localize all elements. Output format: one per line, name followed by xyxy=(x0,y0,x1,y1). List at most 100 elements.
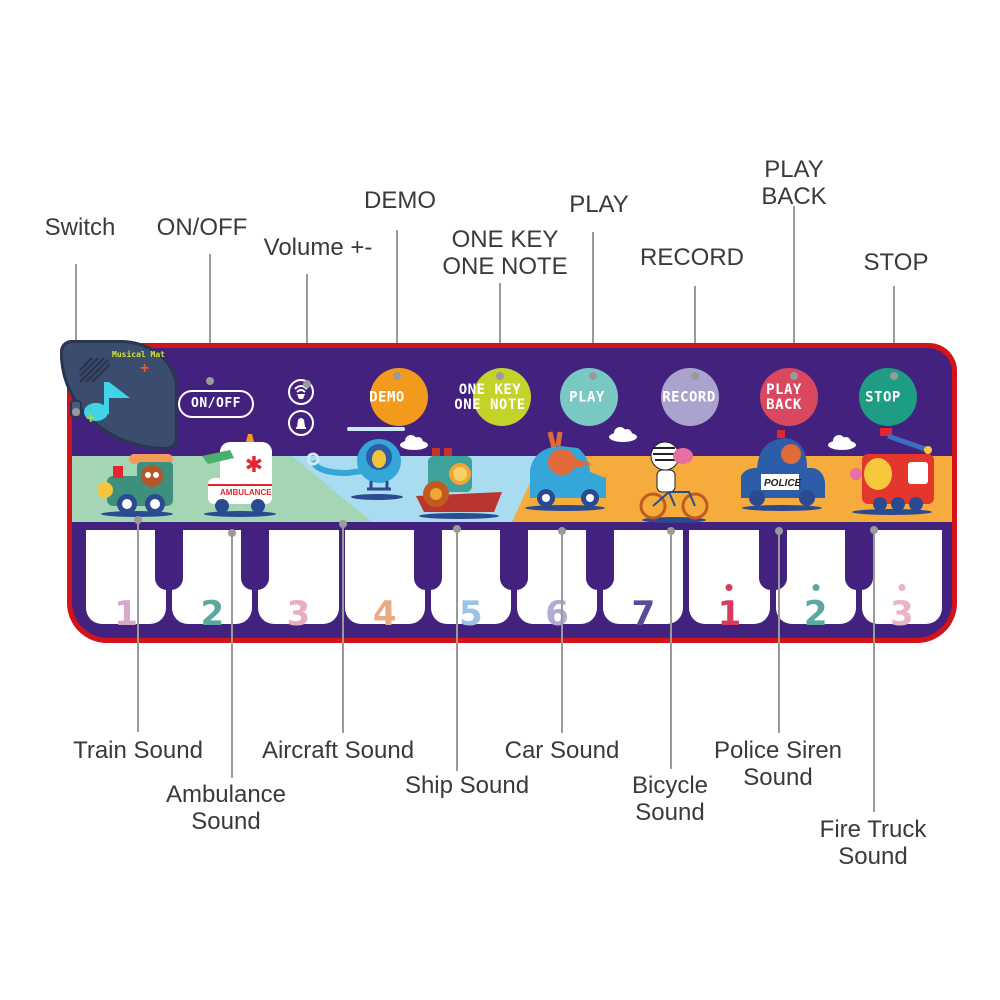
leader-dot-bicycle xyxy=(667,527,675,535)
label-one-key-line1: ONE KEY xyxy=(451,226,559,253)
piano-black-key[interactable] xyxy=(586,524,615,590)
leader-dot-car xyxy=(558,527,566,535)
leader-line-ship xyxy=(456,529,458,771)
label-record: RECORD xyxy=(639,244,745,271)
label-ambulance-line1: Ambulance xyxy=(165,781,287,808)
leader-dot-record xyxy=(691,372,699,380)
record-button[interactable] xyxy=(661,368,719,426)
high-octave-dot xyxy=(898,584,906,591)
fire-truck-icon xyxy=(850,428,934,515)
helicopter-icon xyxy=(307,427,405,500)
label-aircraft-sound: Aircraft Sound xyxy=(261,737,415,764)
leader-dot-play-back xyxy=(790,372,798,380)
key-note-number: 5 xyxy=(459,594,483,634)
label-play-back-line2: BACK xyxy=(761,183,827,210)
leader-dot-aircraft xyxy=(339,520,347,528)
label-bicycle-line1: Bicycle xyxy=(631,772,709,799)
label-play-back-line1: PLAY xyxy=(764,156,824,183)
piano-black-key[interactable] xyxy=(155,524,184,590)
ambulance-icon: ✱ xyxy=(202,434,276,517)
on-off-label: ON/OFF xyxy=(191,396,241,411)
label-train-sound: Train Sound xyxy=(73,737,203,764)
piano-key[interactable]: 3 xyxy=(861,530,942,634)
label-play: PLAY xyxy=(569,191,629,218)
label-ship-sound: Ship Sound xyxy=(404,772,530,799)
leader-line-police xyxy=(778,531,780,733)
label-ambulance-sound: Ambulance Sound xyxy=(166,781,286,835)
label-fire-line2: Sound xyxy=(838,843,908,870)
label-demo: DEMO xyxy=(364,187,436,214)
police-text: POLICE xyxy=(764,478,802,489)
leader-line-car xyxy=(561,531,563,733)
volume-up-button[interactable] xyxy=(288,379,314,405)
leader-line-one-key xyxy=(499,283,501,376)
music-note-icon xyxy=(84,382,130,421)
police-car-icon xyxy=(741,430,825,511)
leader-dot-ship xyxy=(453,525,461,533)
piano-key[interactable]: 6 xyxy=(517,530,598,634)
leader-line-demo xyxy=(396,230,398,376)
piano-key[interactable]: 2 xyxy=(172,530,253,634)
label-line: PLAY xyxy=(569,389,605,406)
label-fire-line1: Fire Truck xyxy=(819,816,927,843)
leader-line-bicycle xyxy=(670,531,672,769)
leader-line-on-off xyxy=(209,254,211,378)
high-octave-dot xyxy=(812,584,820,591)
piano-black-key[interactable] xyxy=(758,524,787,590)
scene-bg-road xyxy=(512,456,952,522)
leader-line-play-back xyxy=(793,206,795,376)
label-line: BACK xyxy=(766,397,802,413)
piano-key[interactable]: 5 xyxy=(430,530,511,634)
label-line: ONE KEY xyxy=(458,382,522,398)
piano-key[interactable]: 3 xyxy=(258,530,339,634)
leader-dot-volume xyxy=(303,380,311,388)
piano-key[interactable]: 1 xyxy=(689,530,770,634)
stop-button[interactable] xyxy=(859,368,917,426)
label-fire-truck-sound: Fire Truck Sound xyxy=(820,816,927,870)
key-note-number: 1 xyxy=(114,594,138,634)
volume-down-button[interactable] xyxy=(288,410,314,436)
piano-key[interactable]: 4 xyxy=(344,530,425,634)
play-back-button[interactable] xyxy=(760,368,818,426)
label-line: RECORD xyxy=(662,389,716,406)
svg-text:✱: ✱ xyxy=(245,453,263,478)
vehicles: ✱ AMBULANCE xyxy=(72,348,952,528)
label-line: DEMO xyxy=(369,389,405,406)
piano-black-key[interactable] xyxy=(241,524,270,590)
leader-line-record xyxy=(694,286,696,376)
cloud-icon xyxy=(400,435,428,450)
label-one-key-line2: ONE NOTE xyxy=(442,253,568,280)
key-note-number: 2 xyxy=(803,594,828,634)
piano-black-key[interactable] xyxy=(413,524,442,590)
leader-dot-on-off xyxy=(206,377,214,385)
high-octave-dot xyxy=(725,584,733,591)
on-off-button[interactable]: ON/OFF xyxy=(178,390,254,418)
key-note-number: 2 xyxy=(200,594,225,634)
demo-button-label: DEMO xyxy=(369,389,405,406)
bicycle-icon xyxy=(639,441,709,523)
key-note-number: 3 xyxy=(890,594,914,634)
key-note-number: 4 xyxy=(372,594,397,634)
label-ambulance-line2: Sound xyxy=(191,808,261,835)
piano-black-key[interactable] xyxy=(500,524,528,590)
cloud-icon xyxy=(609,427,637,442)
label-play-back: PLAY BACK xyxy=(761,156,826,210)
ship-icon xyxy=(416,448,502,519)
label-stop: STOP xyxy=(863,249,929,276)
label-volume: Volume +- xyxy=(263,234,373,261)
car-icon xyxy=(525,431,606,511)
key-note-number: 7 xyxy=(631,594,656,634)
piano-key[interactable]: 2 xyxy=(775,530,856,634)
leader-dot-switch xyxy=(72,408,80,416)
leader-line-fire-truck xyxy=(873,530,875,812)
piano-key[interactable]: 1 xyxy=(86,530,167,634)
leader-line-switch xyxy=(75,264,77,412)
leader-dot-fire-truck xyxy=(870,526,878,534)
leader-dot-police xyxy=(775,527,783,535)
label-bicycle-sound: Bicycle Sound xyxy=(632,772,708,826)
piano-black-key[interactable] xyxy=(844,524,873,590)
key-note-number: 1 xyxy=(717,594,742,634)
